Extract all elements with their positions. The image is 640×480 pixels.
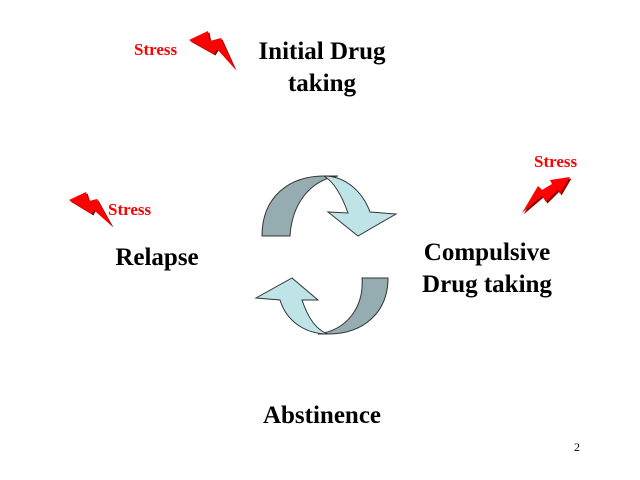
lightning-bolt-icon: [522, 177, 572, 215]
stage-compulsive-line2: Drug taking: [422, 271, 552, 298]
cycle-arrow-bottom-light: [254, 277, 329, 335]
stage-compulsive-line1: Compulsive: [423, 239, 551, 266]
circular-arrows-icon: [254, 175, 398, 335]
page-number: 2: [574, 440, 580, 454]
stage-compulsive-drug-taking: Compulsive Drug taking: [404, 237, 570, 301]
stage-initial-drug-taking: Initial Drug taking: [240, 36, 404, 100]
lightning-bolt-icon: [69, 192, 114, 228]
stage-initial-line2: taking: [287, 70, 357, 97]
cycle-arrow-bottom-dark: [317, 277, 389, 335]
cycle-arrow-top-dark: [261, 175, 339, 237]
stage-relapse-label: Relapse: [115, 244, 199, 271]
stress-label-compulsive: Stress: [534, 152, 578, 171]
stage-abstinence-label: Abstinence: [262, 402, 382, 429]
stress-label-relapse: Stress: [108, 200, 152, 219]
stage-initial-line1: Initial Drug: [258, 38, 386, 65]
lightning-bolt-icon: [189, 31, 237, 71]
stage-abstinence: Abstinence: [240, 400, 404, 432]
stress-label-initial: Stress: [134, 40, 178, 59]
cycle-arrow-top-light: [322, 175, 398, 237]
stage-relapse: Relapse: [100, 242, 214, 274]
